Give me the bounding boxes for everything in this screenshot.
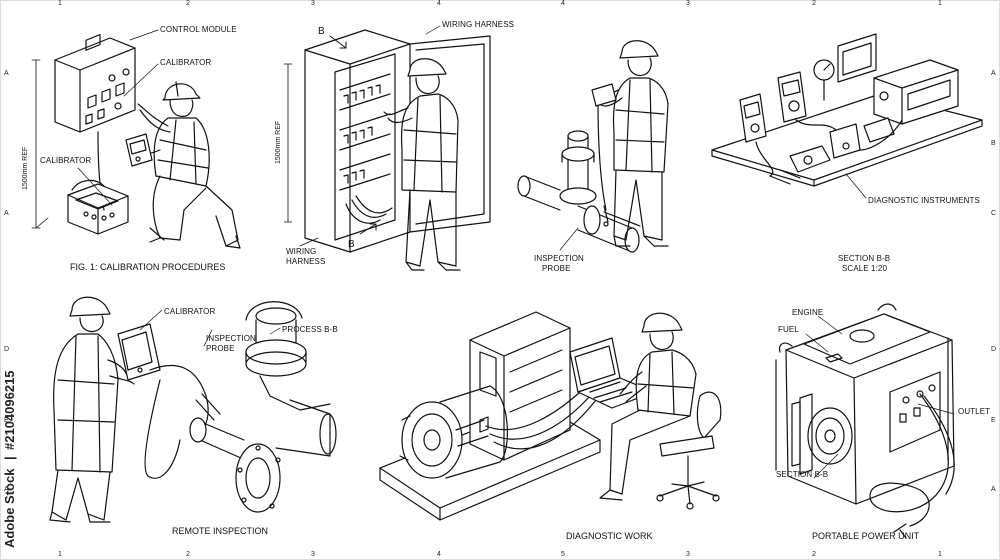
caption-portable-power-unit: PORTABLE POWER UNIT: [812, 531, 920, 541]
leader-lines-2: [299, 25, 441, 247]
grid-bottom-1: 1: [58, 551, 62, 558]
diagnostic-cables: [485, 391, 597, 450]
height-dimension-2: [283, 63, 293, 223]
grid-left-2: A: [4, 210, 9, 217]
label-diagnostic-instruments: DIAGNOSTIC INSTRUMENTS: [868, 196, 980, 205]
grid-bottom-4: 4: [437, 551, 441, 558]
grid-top-7: 2: [812, 0, 816, 7]
grid-top-3: 3: [311, 0, 315, 7]
grid-top-8: 1: [938, 0, 942, 7]
control-panel-outlets: [889, 371, 941, 453]
grid-right-4: D: [991, 346, 997, 353]
label-inspection-probe-1b: PROBE: [542, 264, 571, 273]
grid-top-5: 4: [561, 0, 565, 7]
fuel-tank: [803, 313, 931, 365]
remote-tablet: [117, 323, 161, 381]
section-marks-b: [329, 35, 377, 235]
grid-bottom-2: 2: [186, 551, 190, 558]
watermark-id: #2104096215: [2, 370, 17, 450]
label-height-ref-2: 1500mm REF: [275, 120, 282, 164]
label-section-b-top: B: [318, 26, 325, 37]
grid-left-3: D: [4, 346, 10, 353]
grid-top-1: 1: [58, 0, 62, 7]
caption-diagnostic-work: DIAGNOSTIC WORK: [566, 531, 653, 541]
pipe-assembly-2: [189, 301, 337, 513]
control-module-illustration: [54, 33, 136, 211]
label-wiring-harness-upper: WIRING HARNESS: [442, 20, 515, 29]
caption-calibration: FIG. 1: CALIBRATION PROCEDURES: [70, 262, 226, 272]
watermark-brand: Adobe Stock: [2, 468, 17, 548]
grid-left-5: A: [4, 486, 9, 493]
grid-top-2: 2: [186, 0, 190, 7]
generator-block: [469, 311, 571, 461]
calibrator-case: [67, 179, 129, 235]
grid-top-6: 3: [686, 0, 690, 7]
grid-bottom-7: 2: [812, 551, 816, 558]
label-inspection-probe-2a: INSPECTION: [206, 334, 256, 343]
height-dimension-1: [31, 59, 49, 229]
label-section-bb-power: SECTION B-B: [776, 470, 829, 479]
grid-right-2: B: [991, 140, 996, 147]
stock-watermark: Adobe Stock | #2104096215: [2, 300, 24, 550]
label-section-bb-scale-1: SECTION B-B: [838, 254, 891, 263]
label-wiring-harness-lower-2: HARNESS: [286, 257, 326, 266]
calibrator-handheld: [125, 133, 153, 167]
grid-top-4: 4: [437, 0, 441, 7]
grid-bottom-5: 5: [561, 551, 565, 558]
label-inspection-probe-1a: INSPECTION: [534, 254, 584, 263]
watermark-separator: |: [2, 456, 17, 460]
grid-bottom-3: 3: [311, 551, 315, 558]
label-fuel: FUEL: [778, 325, 799, 334]
label-wiring-harness-lower-1: WIRING: [286, 247, 317, 256]
power-cord: [869, 393, 955, 539]
leader-lines-3: [559, 227, 579, 251]
grid-bottom-6: 3: [686, 551, 690, 558]
label-process-bb: PROCESS B-B: [282, 325, 338, 334]
standing-technician-probe: [591, 40, 669, 247]
leader-lines-7: [805, 315, 955, 479]
grid-right-5: E: [991, 417, 996, 424]
label-calibrator-upper: CALIBRATOR: [160, 58, 212, 67]
label-inspection-probe-2b: PROBE: [206, 344, 235, 353]
kneeling-technician: [137, 81, 241, 249]
laptop: [569, 337, 655, 409]
remote-probe-cable: [144, 365, 221, 479]
label-outlet: OUTLET: [958, 407, 991, 416]
grid-right-3: C: [991, 210, 997, 217]
grid-right-1: A: [991, 70, 996, 77]
pipe-assembly-1: [517, 130, 641, 253]
electrical-cabinet: [304, 29, 491, 253]
grid-left-1: A: [4, 70, 9, 77]
grid-right-6: A: [991, 486, 996, 493]
probe-cable: [597, 101, 609, 223]
instrument-bench: [711, 33, 983, 187]
leader-lines-4: [845, 173, 867, 199]
label-section-b-bottom: B: [348, 239, 355, 250]
label-engine: ENGINE: [792, 308, 824, 317]
grid-bottom-8: 1: [938, 551, 942, 558]
caption-remote-inspection: REMOTE INSPECTION: [172, 526, 269, 536]
remote-technician: [49, 296, 135, 523]
label-height-ref-1: 1500mm REF: [22, 146, 29, 190]
seated-technician: [599, 312, 697, 501]
label-section-bb-scale-2: SCALE 1:20: [842, 264, 888, 273]
engine-flywheel: [791, 393, 853, 475]
leader-lines-5: [139, 309, 281, 347]
label-calibrator-lower: CALIBRATOR: [40, 156, 92, 165]
motor-assembly: [399, 385, 509, 479]
grid-left-4: E: [4, 417, 9, 424]
standing-technician-wiring: [383, 58, 461, 271]
label-calibrator-remote: CALIBRATOR: [164, 307, 216, 316]
label-control-module: CONTROL MODULE: [160, 25, 237, 34]
leader-lines-1: [77, 29, 159, 206]
office-chair: [656, 391, 722, 510]
